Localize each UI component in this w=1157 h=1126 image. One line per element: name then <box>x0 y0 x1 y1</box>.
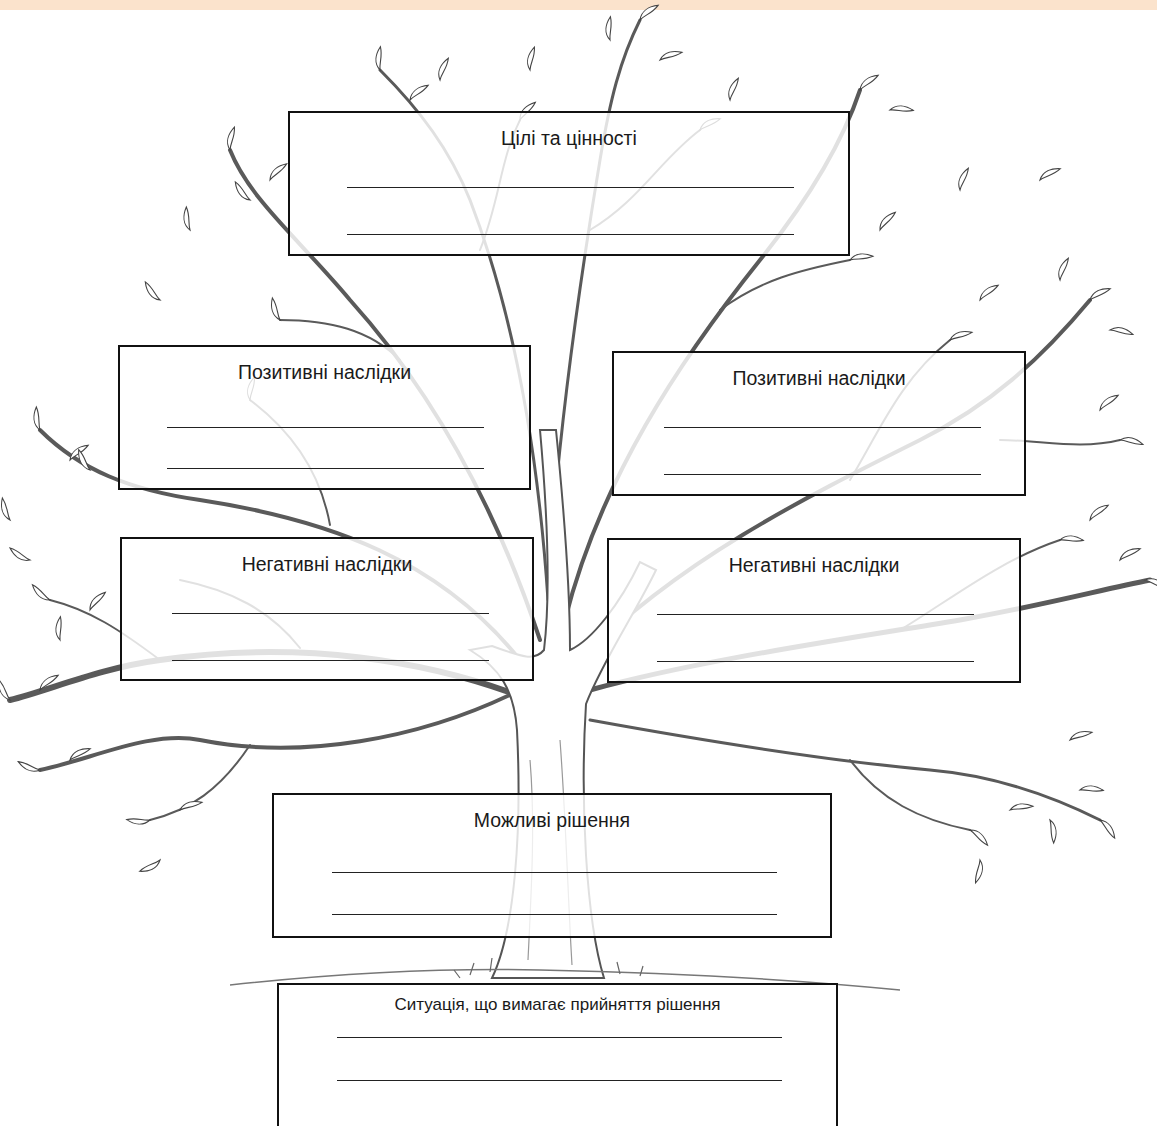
fill-in-line <box>347 234 794 235</box>
negative-box: Негативні наслідки <box>607 538 1021 683</box>
box-heading: Ситуація, що вимагає прийняття рішення <box>279 993 836 1016</box>
fill-in-line <box>657 661 974 662</box>
fill-in-line <box>172 613 489 614</box>
box-heading: Цілі та цінності <box>290 125 848 151</box>
fill-in-line <box>347 187 794 188</box>
solutions-box: Можливі рішення <box>272 793 832 938</box>
header-band <box>0 0 1157 10</box>
goals-box: Цілі та цінності <box>288 111 850 256</box>
fill-in-line <box>332 872 777 873</box>
fill-in-line <box>332 914 777 915</box>
positive-box: Позитивні наслідки <box>118 345 531 490</box>
positive-box: Позитивні наслідки <box>612 351 1026 496</box>
box-heading: Негативні наслідки <box>122 551 532 577</box>
fill-in-line <box>664 427 981 428</box>
box-heading: Можливі рішення <box>274 807 830 833</box>
fill-in-line <box>172 660 489 661</box>
box-heading: Позитивні наслідки <box>120 359 529 385</box>
box-heading: Позитивні наслідки <box>614 365 1024 391</box>
fill-in-line <box>337 1037 782 1038</box>
box-heading: Негативні наслідки <box>609 552 1019 578</box>
fill-in-line <box>664 474 981 475</box>
fill-in-line <box>337 1080 782 1081</box>
fill-in-line <box>167 427 484 428</box>
fill-in-line <box>167 468 484 469</box>
negative-box: Негативні наслідки <box>120 537 534 681</box>
fill-in-line <box>657 614 974 615</box>
situation-box: Ситуація, що вимагає прийняття рішення <box>277 983 838 1126</box>
